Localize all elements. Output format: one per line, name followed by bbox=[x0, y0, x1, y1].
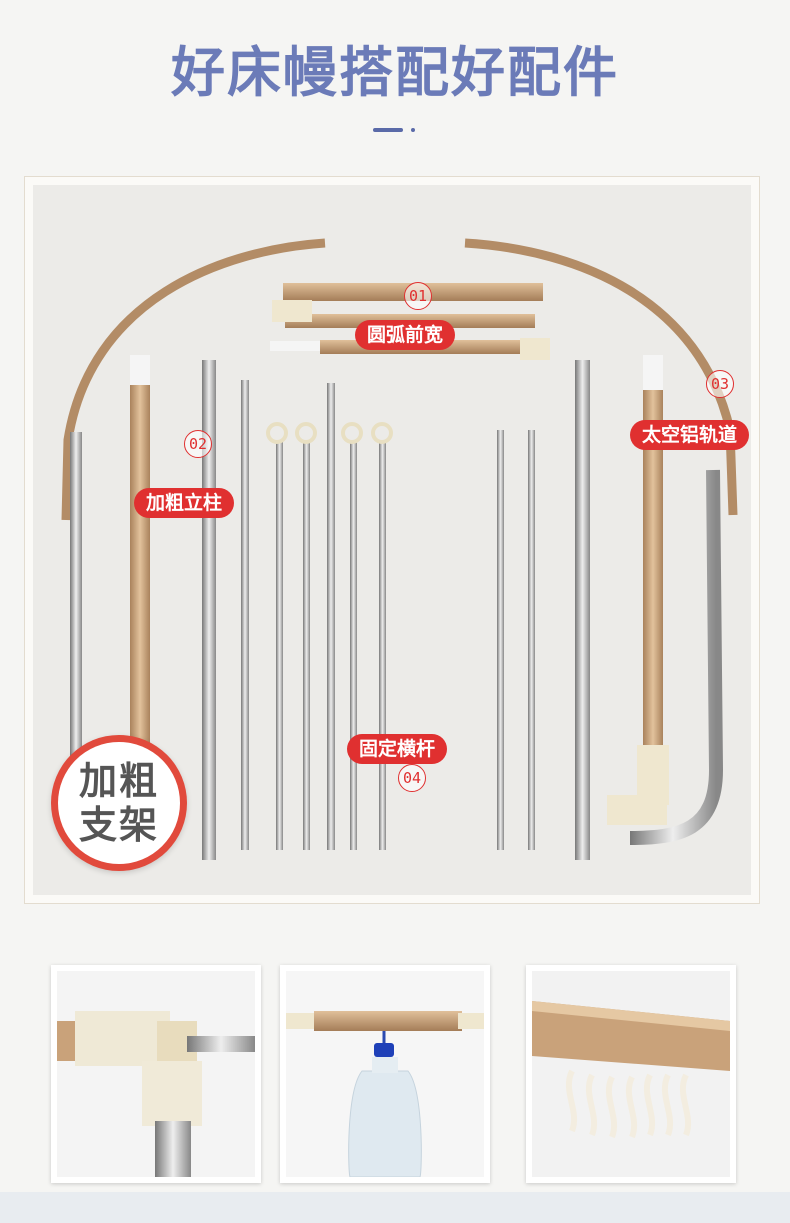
photo-rail-hooks-image bbox=[532, 971, 730, 1177]
title-decoration bbox=[373, 128, 423, 134]
photo-load-test bbox=[280, 965, 490, 1183]
thick-frame-badge: 加粗 支架 bbox=[51, 735, 187, 871]
label-03-number: 03 bbox=[706, 370, 734, 398]
label-04-number: 04 bbox=[398, 764, 426, 792]
page-title: 好床幔搭配好配件 bbox=[171, 41, 619, 104]
photo-load-test-image bbox=[286, 971, 484, 1177]
title-deco-bar bbox=[373, 128, 403, 132]
label-02-number: 02 bbox=[184, 430, 212, 458]
label-01-text: 圆弧前宽 bbox=[355, 320, 456, 350]
label-03-text: 太空铝轨道 bbox=[630, 420, 750, 450]
title-deco-dot bbox=[411, 128, 415, 132]
label-02-text: 加粗立柱 bbox=[134, 488, 235, 518]
badge-inner: 加粗 支架 bbox=[58, 742, 180, 864]
bottom-strip bbox=[0, 1192, 790, 1223]
photo-corner-connector-image bbox=[57, 971, 255, 1177]
badge-line-2: 支架 bbox=[78, 803, 159, 847]
label-01-number: 01 bbox=[404, 282, 432, 310]
label-04-text: 固定横杆 bbox=[347, 734, 448, 764]
photo-corner-connector bbox=[51, 965, 261, 1183]
photo-rail-hooks bbox=[526, 965, 736, 1183]
badge-line-1: 加粗 bbox=[78, 759, 159, 803]
